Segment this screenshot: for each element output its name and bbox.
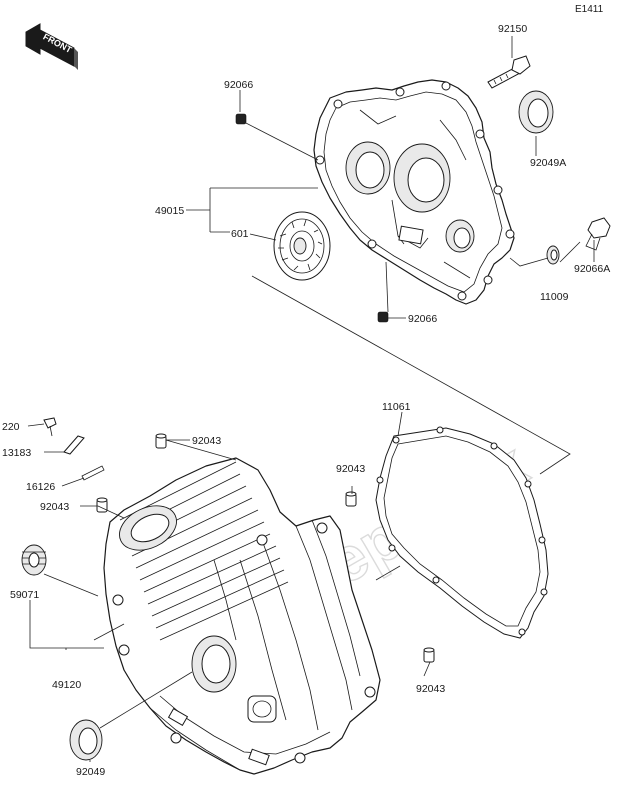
diagram-code: E1411 [575, 4, 604, 15]
label-92043-d: 92043 [416, 683, 445, 695]
dowel-pin-92043-d-drawing [423, 647, 435, 663]
leader-lines [27, 36, 595, 762]
label-11009: 11009 [540, 291, 569, 303]
washer-11009-drawing [546, 245, 560, 265]
label-92066-top: 92066 [224, 79, 253, 91]
label-92066-mid: 92066 [408, 313, 437, 325]
label-49120: 49120 [52, 679, 81, 691]
label-13183: 13183 [2, 447, 31, 459]
oil-seal-92049-drawing [69, 719, 103, 761]
label-220: 220 [2, 421, 20, 433]
bolt-220-drawing [43, 417, 57, 437]
label-601: 601 [231, 228, 249, 240]
part-labels: 92150 92066 92049A 49015 601 92066A 1100… [2, 23, 610, 778]
label-92049A: 92049A [530, 157, 566, 169]
label-49015: 49015 [155, 205, 184, 217]
label-11061: 11061 [382, 401, 411, 413]
dowel-pin-92066-mid-drawing [377, 311, 389, 323]
bolt-92150-drawing [487, 55, 531, 89]
label-92043-a: 92043 [192, 435, 221, 447]
bushing-59071-drawing [21, 544, 47, 576]
drain-plug-92066A-drawing [585, 217, 611, 251]
gasket-16126-drawing [81, 465, 105, 481]
label-92049: 92049 [76, 766, 105, 778]
dowel-pin-92043-c-drawing [345, 491, 357, 507]
plate-13183-drawing [63, 435, 85, 455]
dowel-pin-92043-a-drawing [155, 433, 167, 449]
label-92043-c: 92043 [336, 463, 365, 475]
crankcase-cover-drawing [313, 79, 515, 305]
crankcase-drawing [103, 457, 381, 775]
front-direction-arrow-icon: FRONT [25, 23, 78, 70]
ball-bearing-601-drawing [273, 211, 331, 281]
label-92066A: 92066A [574, 263, 610, 275]
gasket-11061-drawing [375, 426, 549, 639]
label-92150: 92150 [498, 23, 527, 35]
label-16126: 16126 [26, 481, 55, 493]
label-92043-b: 92043 [40, 501, 69, 513]
dowel-pin-92066-top-drawing [235, 113, 247, 125]
oil-seal-92049A-drawing [518, 90, 554, 134]
label-59071: 59071 [10, 589, 39, 601]
